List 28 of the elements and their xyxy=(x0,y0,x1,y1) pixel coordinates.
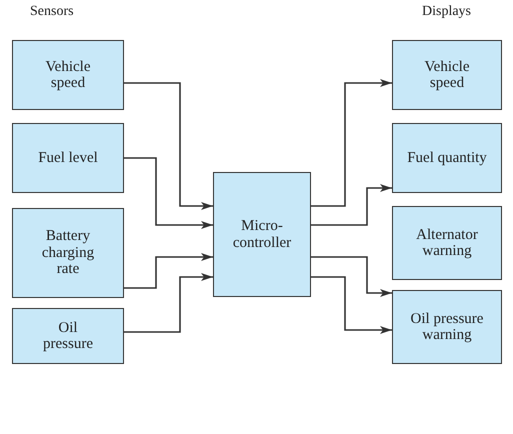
arrow xyxy=(124,253,213,289)
column-heading: Displays xyxy=(422,4,471,20)
box-label: Oil pressure warning xyxy=(410,310,484,344)
arrow xyxy=(124,273,213,333)
process-box xyxy=(392,206,502,280)
box-label: Micro-controller xyxy=(232,218,292,251)
process-box xyxy=(12,123,124,193)
process-box xyxy=(12,40,124,110)
box-label: Vehicle speed xyxy=(44,58,92,92)
process-box xyxy=(12,308,124,364)
process-box xyxy=(392,290,502,364)
box-label: Fuel level xyxy=(37,150,99,166)
process-box xyxy=(392,123,502,193)
arrow xyxy=(311,79,392,207)
arrow xyxy=(311,256,392,297)
box-label: Battery charging rate xyxy=(40,228,96,278)
process-box xyxy=(12,208,124,298)
box-label: Vehicle speed xyxy=(424,58,470,92)
box-label: Fuel quantity xyxy=(407,150,487,166)
process-box xyxy=(392,40,502,110)
box-label: Oil pressure xyxy=(42,320,94,352)
box-label: Alternator warning xyxy=(415,226,479,260)
arrow xyxy=(311,276,392,334)
arrow xyxy=(124,157,213,229)
arrow xyxy=(124,82,213,210)
column-heading: Sensors xyxy=(30,4,74,20)
controller-box xyxy=(213,172,311,297)
arrow xyxy=(311,184,392,226)
